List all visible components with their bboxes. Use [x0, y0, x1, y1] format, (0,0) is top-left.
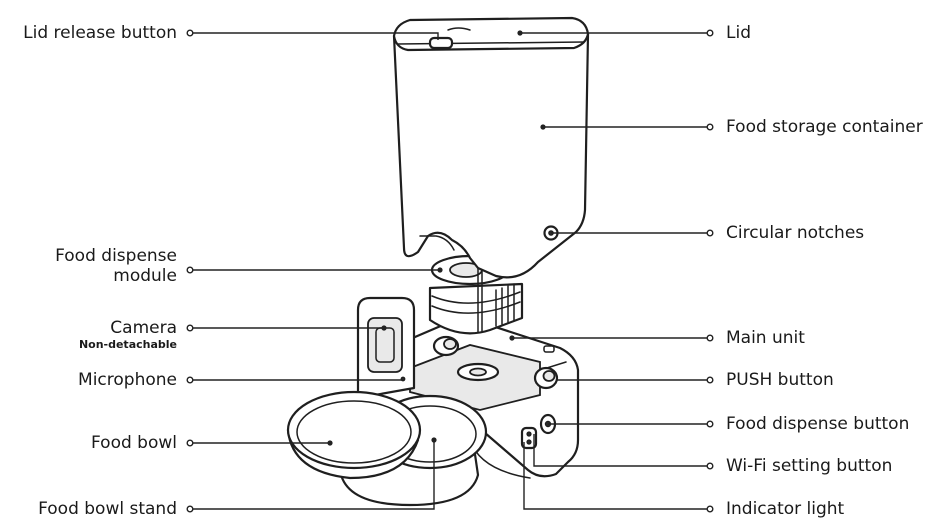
leader-food-bowl-stand-end	[186, 505, 194, 513]
label-food-dispense-module-line1: Food dispense	[55, 246, 177, 266]
leader-wifi-setting-button-end	[706, 462, 714, 470]
lid-hinge-mark	[447, 27, 471, 31]
food-bowl-inner	[296, 400, 412, 464]
leader-lid-end	[706, 29, 714, 37]
dispense-module-teeth	[495, 283, 515, 327]
label-lid-release-button: Lid release button	[23, 23, 177, 43]
leader-wifi-setting-button	[533, 434, 710, 467]
label-camera-note: Non-detachable	[78, 338, 177, 351]
leader-camera-end	[186, 324, 194, 332]
leader-food-dispense-module-end	[186, 266, 194, 274]
dispense-module-rings	[431, 291, 521, 314]
container-body	[392, 32, 590, 279]
label-lid: Lid	[726, 23, 751, 43]
leader-lid-release-button	[190, 32, 439, 40]
leader-lines	[186, 29, 714, 513]
anchor-dots	[327, 30, 546, 446]
leader-food-storage-container-end	[706, 123, 714, 131]
container-lid	[392, 16, 590, 52]
leader-microphone-end	[186, 376, 194, 384]
label-food-dispense-module-line2: module	[113, 266, 177, 286]
leader-push-button-end	[706, 376, 714, 384]
main-unit-knob-left-cap	[443, 338, 457, 350]
leader-food-bowl-end	[186, 439, 194, 447]
anchor-dispense-module	[437, 267, 443, 273]
anchor-camera	[381, 325, 387, 331]
pet-feeder-illustration	[286, 16, 590, 507]
leader-indicator-light	[523, 442, 710, 510]
dispense-module-shaft	[477, 261, 483, 333]
lid-release-button-shape	[428, 36, 454, 50]
label-food-dispense-button: Food dispense button	[726, 414, 910, 434]
leader-main-unit-end	[706, 334, 714, 342]
main-unit-outlet-inner	[469, 367, 487, 377]
label-main-unit: Main unit	[726, 328, 805, 348]
label-indicator-light: Indicator light	[726, 499, 845, 519]
anchor-main-unit	[509, 335, 515, 341]
anchor-food-bowl	[327, 440, 333, 446]
anchor-lid	[517, 30, 523, 36]
label-food-bowl-stand: Food bowl stand	[38, 499, 177, 519]
container-lip	[419, 235, 455, 251]
microphone-hole	[400, 376, 406, 382]
main-unit-mark	[543, 345, 555, 353]
leader-food-dispense-button-end	[706, 420, 714, 428]
leader-circular-notches-end	[706, 229, 714, 237]
label-camera-text: Camera	[110, 318, 177, 338]
food-bowl-rim	[286, 390, 422, 470]
indicator-light-dot	[526, 439, 532, 445]
label-camera: Camera Non-detachable	[79, 318, 177, 351]
anchor-food-bowl-stand	[431, 437, 437, 443]
leader-lid-release-button-end	[186, 29, 194, 37]
label-food-bowl: Food bowl	[91, 433, 177, 453]
leader-food-bowl-stand	[190, 440, 435, 510]
wifi-button-housing	[520, 426, 538, 450]
label-circular-notches: Circular notches	[726, 223, 865, 243]
push-button-knob-cap	[542, 370, 556, 382]
label-food-dispense-module: Food dispense module	[55, 246, 177, 286]
label-push-button: PUSH button	[726, 370, 834, 390]
label-wifi-setting-button: Wi-Fi setting button	[726, 456, 893, 476]
wifi-button-dot	[526, 431, 532, 437]
label-food-storage-container: Food storage container	[726, 117, 923, 137]
dispense-module-body	[428, 282, 524, 335]
anchor-container	[540, 124, 546, 130]
label-microphone: Microphone	[78, 370, 177, 390]
leader-indicator-light-end	[706, 505, 714, 513]
